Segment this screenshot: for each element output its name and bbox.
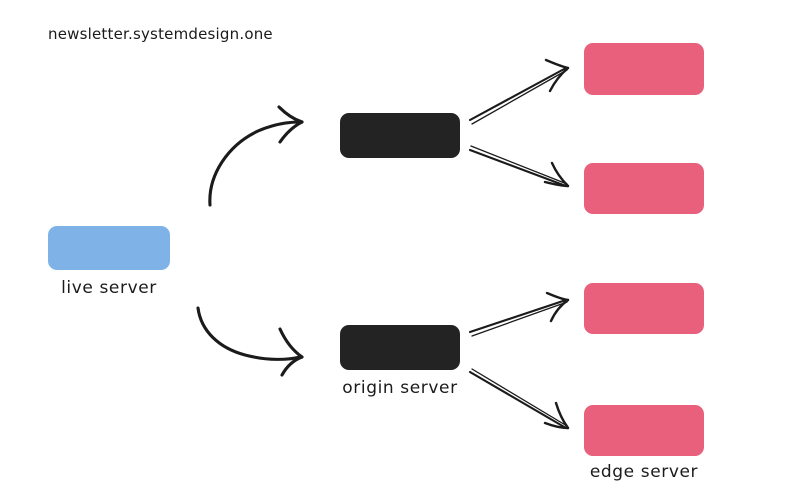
arrow-origin-to-edge-3 [468,291,570,337]
arrow-origin-to-edge-4 [468,368,570,430]
node-label-origin-server: origin server [342,378,458,398]
node-label-live-server: live server [61,278,157,298]
watermark-text: newsletter.systemdesign.one [48,25,273,43]
node-live-server[interactable] [48,226,170,270]
node-cdn-pop-top[interactable] [340,113,460,158]
arrow-cdn-top-to-edge-2 [468,145,570,188]
arrow-cdn-top-to-edge-1 [468,58,570,125]
arrow-live-to-cdn-top [208,105,304,207]
node-origin-server[interactable] [340,325,460,370]
node-edge-server-2[interactable] [584,163,704,214]
arrow-live-to-origin [196,306,304,377]
node-edge-server-3[interactable] [584,283,704,334]
node-edge-server-4[interactable] [584,405,704,456]
node-label-edge-server: edge server [589,462,699,482]
node-edge-server-1[interactable] [584,43,704,95]
